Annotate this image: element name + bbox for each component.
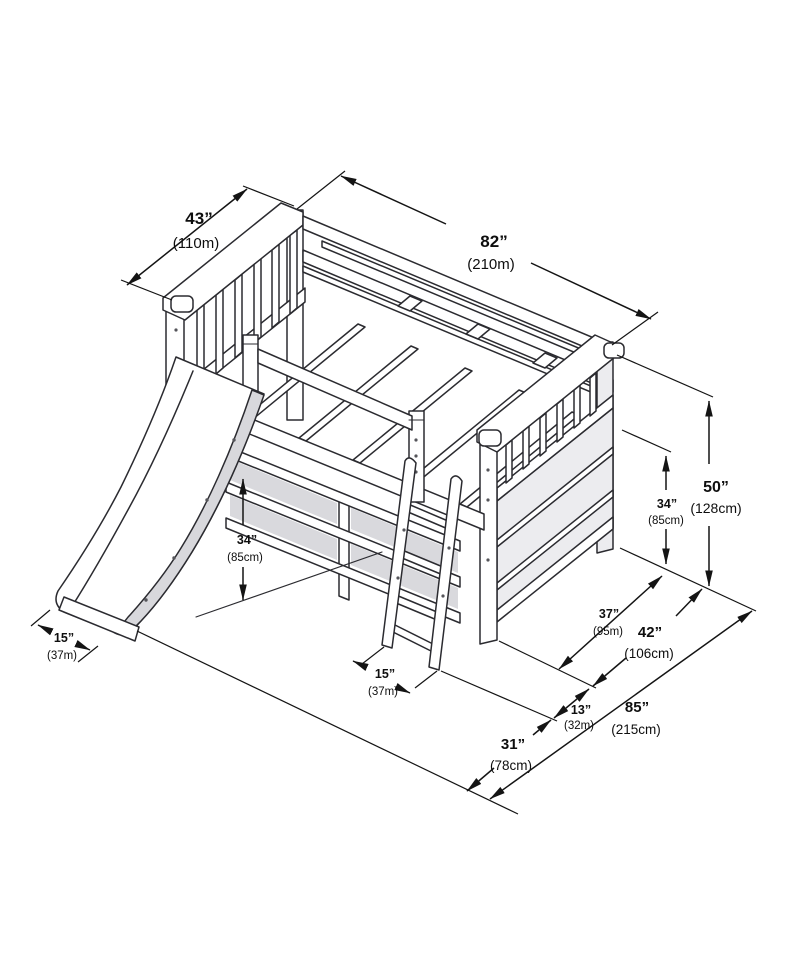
dim-slide-depth-value: 31” bbox=[501, 736, 525, 753]
dim-ladder-width-value: 15” bbox=[375, 667, 395, 681]
dim-overall-height-value: 50” bbox=[703, 479, 729, 496]
dim-bed-length-metric: (210m) bbox=[467, 256, 515, 273]
slide-lip bbox=[58, 596, 140, 642]
dim-floor-depth-value: 37” bbox=[599, 607, 619, 621]
dim-total-depth-metric: (215cm) bbox=[611, 722, 661, 737]
dim-underbed-center-value: 34” bbox=[237, 533, 257, 547]
dim-slide-depth-metric: (78cm) bbox=[490, 758, 532, 773]
right-bookshelf-panel bbox=[496, 407, 614, 622]
dim-frame-depth-metric: (106cm) bbox=[624, 646, 674, 661]
dim-total-depth-value: 85” bbox=[625, 699, 649, 716]
dim-ladder-width-metric: (37m) bbox=[368, 686, 398, 698]
dim-bed-width-value: 43” bbox=[185, 209, 212, 228]
dim-overall-height-metric: (128cm) bbox=[690, 500, 741, 516]
dim-underbed-right-value: 34” bbox=[657, 497, 677, 511]
dim-ladder-offset-metric: (32m) bbox=[564, 720, 594, 732]
dim-bed-width-metric: (110m) bbox=[173, 235, 219, 252]
dimension-annotations: 43” (110m) 82” (210m) 50” (128cm) 34” (8… bbox=[30, 170, 757, 815]
dim-ladder-offset-value: 13” bbox=[571, 703, 591, 717]
dim-floor-depth-metric: (95m) bbox=[593, 626, 623, 638]
ladder bbox=[381, 457, 463, 671]
dim-frame-depth-value: 42” bbox=[638, 624, 662, 641]
mattress-supports bbox=[245, 240, 613, 508]
dim-slide-width-metric: (37m) bbox=[47, 650, 77, 662]
dim-slide-width-value: 15” bbox=[54, 631, 74, 645]
dim-bed-length-value: 82” bbox=[480, 232, 507, 251]
dim-underbed-right-metric: (85cm) bbox=[648, 515, 684, 527]
floor-edge-line bbox=[195, 551, 383, 618]
footboard bbox=[476, 334, 625, 645]
slide bbox=[55, 356, 265, 642]
dim-underbed-center-metric: (85cm) bbox=[227, 552, 263, 564]
ladder-left-rail bbox=[381, 457, 417, 649]
ladder-right-rail bbox=[428, 475, 463, 671]
